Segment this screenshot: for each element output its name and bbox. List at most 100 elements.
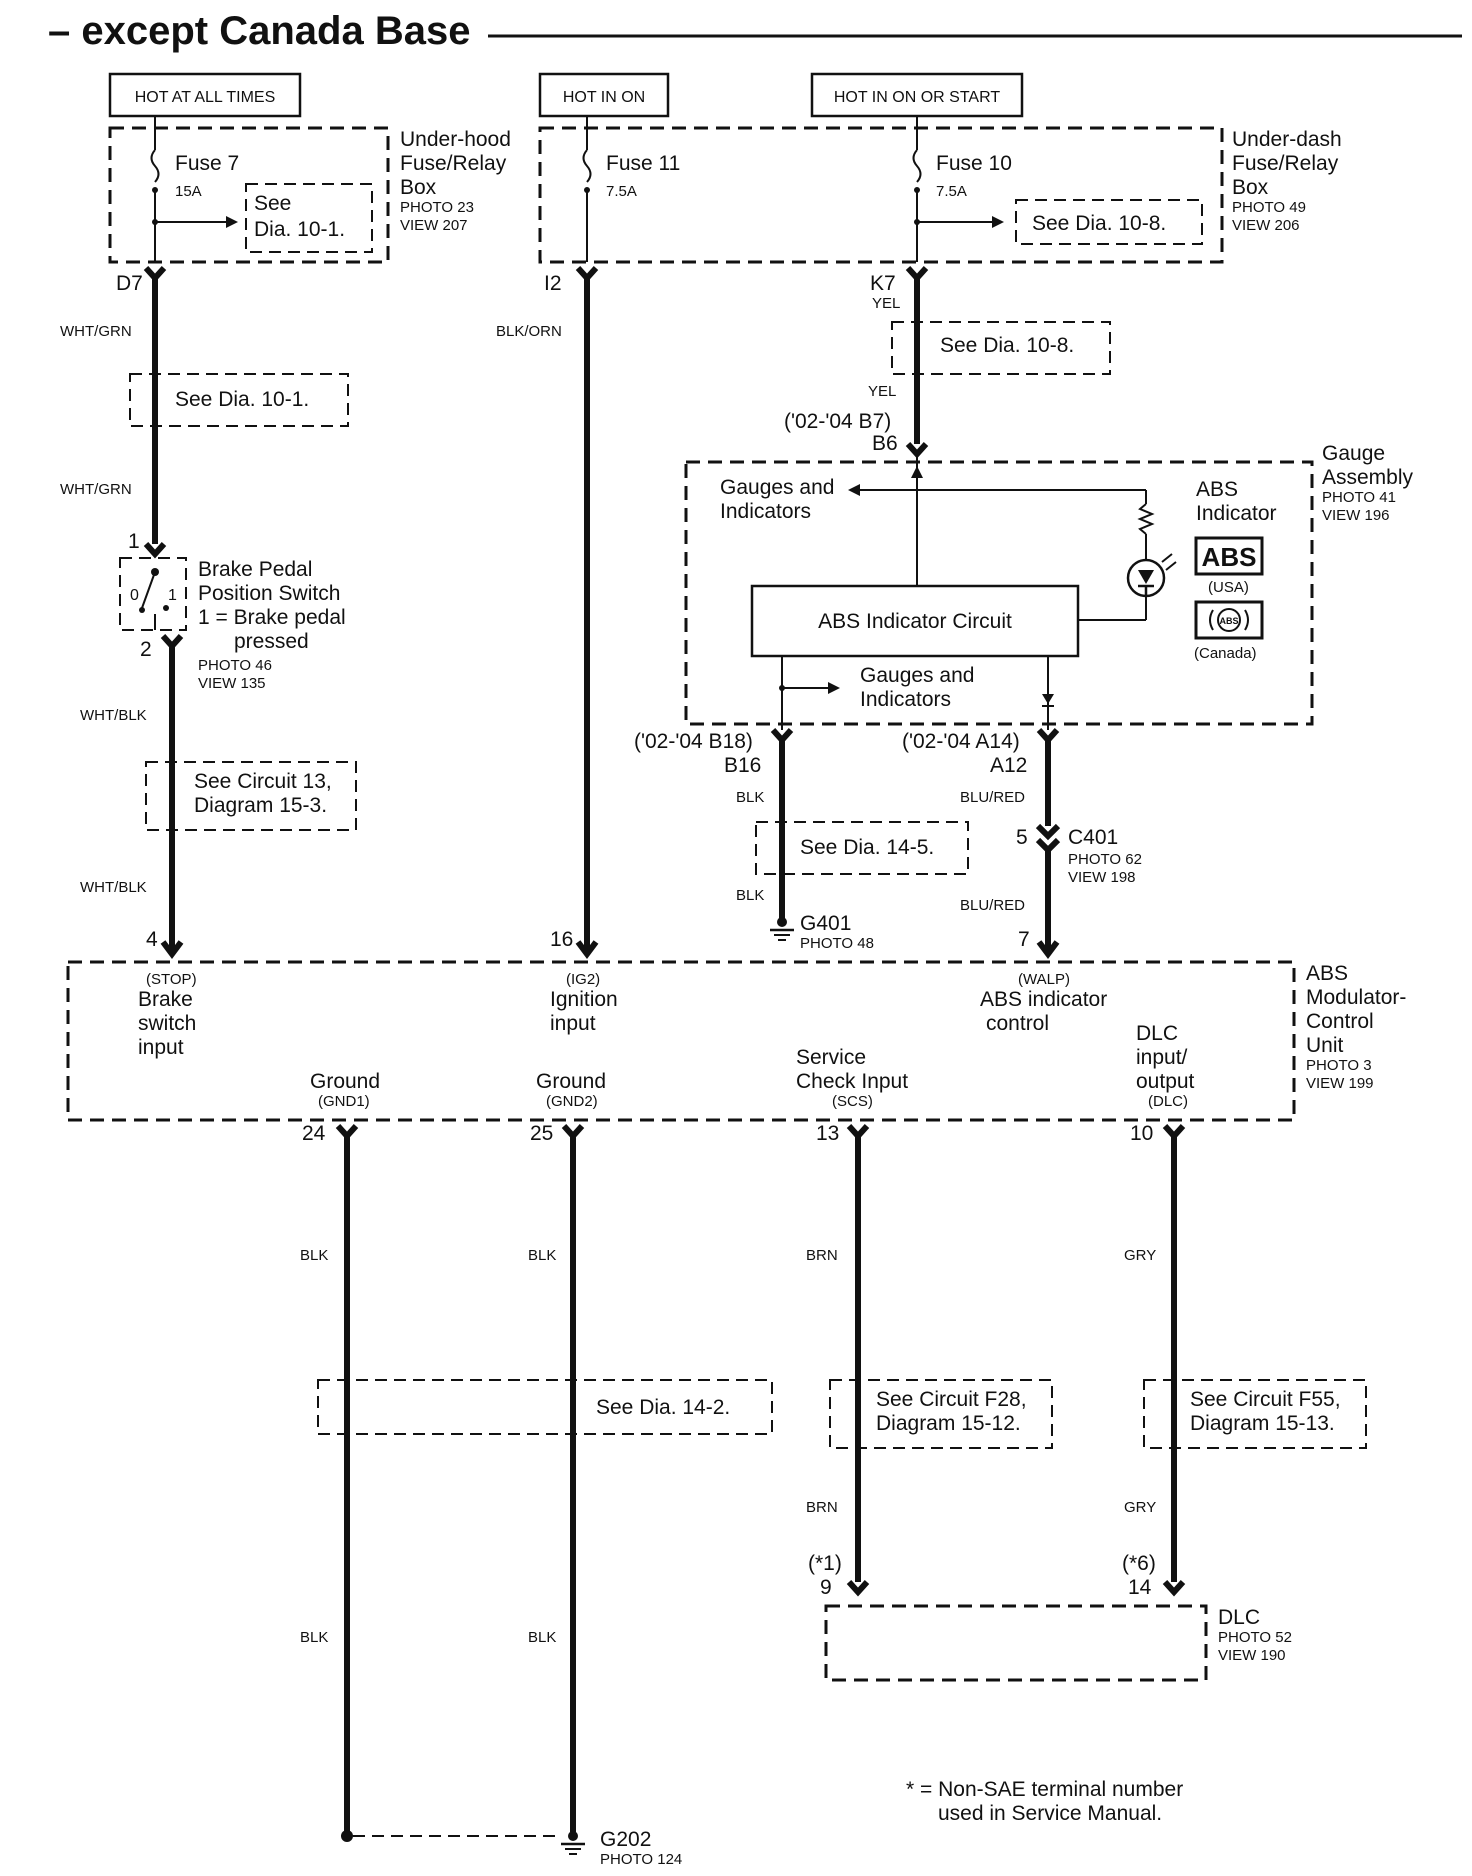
abs-unit-name-2: Modulator- — [1306, 986, 1406, 1009]
power-label-hot-in-on: HOT IN ON — [538, 72, 670, 118]
wire-label-gry-1: GRY — [1124, 1247, 1156, 1264]
abs-gnd1-code: (GND1) — [318, 1093, 370, 1110]
underdash-see: See Dia. 10-8. — [1032, 212, 1166, 235]
g202-photo: PHOTO 124 — [600, 1851, 682, 1868]
abs-indicator-label-2: Indicator — [1196, 502, 1277, 525]
dlc-note-14: (*6) — [1122, 1552, 1156, 1575]
abs-pin-4: 4 — [146, 928, 158, 951]
svg-text:ABS: ABS — [1202, 542, 1257, 572]
abs-indicator-control-2: control — [986, 1012, 1049, 1035]
abs-ground-2-label: Ground — [536, 1070, 606, 1093]
brake-switch-note-2: pressed — [234, 630, 309, 653]
terminal-d7: D7 — [116, 272, 143, 295]
dlc-view: VIEW 190 — [1218, 1647, 1286, 1664]
ref-dia-10-1: See Dia. 10-1. — [175, 388, 309, 411]
gauge-photo: PHOTO 41 — [1322, 489, 1396, 506]
diagram-title: – except Canada Base — [48, 9, 470, 53]
abs-unit-name-4: Unit — [1306, 1034, 1344, 1057]
gauge-view: VIEW 196 — [1322, 507, 1390, 524]
gauge-pin-b16: B16 — [724, 754, 761, 777]
wire-blk-orn: I2 BLK/ORN 16 — [496, 265, 599, 959]
ref-f55-1: See Circuit F55, — [1190, 1388, 1341, 1411]
gauge-name-1: Gauge — [1322, 442, 1385, 465]
fuse-11-rating: 7.5A — [606, 183, 637, 200]
abs-unit-photo: PHOTO 3 — [1306, 1057, 1372, 1074]
abs-modulator-control-unit: (STOP) Brake switch input (IG2) Ignition… — [66, 960, 1406, 1122]
wire-label-blk-gnd2-1: BLK — [528, 1247, 556, 1264]
svg-text:HOT IN ON: HOT IN ON — [563, 89, 645, 106]
g202-label: G202 — [600, 1828, 651, 1851]
ref-f28-2: Diagram 15-12. — [876, 1412, 1021, 1435]
abs-unit-name-1: ABS — [1306, 962, 1348, 985]
abs-dlc-code: (DLC) — [1148, 1093, 1188, 1110]
wire-label-blk-orn: BLK/ORN — [496, 323, 562, 340]
footnote-line-1: * = Non-SAE terminal number — [906, 1778, 1183, 1801]
gauge-name-2: Assembly — [1322, 466, 1414, 489]
wire-label-blk-b16-1: BLK — [736, 789, 764, 806]
abs-dlc-label-2: input/ — [1136, 1046, 1188, 1069]
brake-switch-name-1: Brake Pedal — [198, 558, 312, 581]
footnote-line-2: used in Service Manual. — [938, 1802, 1162, 1825]
wire-label-wht-grn-1: WHT/GRN — [60, 323, 132, 340]
abs-ignition-label-1: Ignition — [550, 988, 618, 1011]
wire-label-blu-red-2: BLU/RED — [960, 897, 1025, 914]
underdash-view: VIEW 206 — [1232, 217, 1300, 234]
abs-pin-13: 13 — [816, 1122, 839, 1145]
dlc-pin-9: 9 — [820, 1576, 832, 1599]
ref-circuit-13-2: Diagram 15-3. — [194, 794, 327, 817]
wire-label-brn-1: BRN — [806, 1247, 838, 1264]
wire-label-blk-gnd1-1: BLK — [300, 1247, 328, 1264]
brake-switch-pin-2: 2 — [140, 638, 152, 661]
underhood-photo: PHOTO 23 — [400, 199, 474, 216]
dlc-label: DLC — [1218, 1606, 1260, 1629]
gauge-pin-b18: ('02-'04 B18) — [634, 730, 753, 753]
ref-dia-14-5: See Dia. 14-5. — [800, 836, 934, 859]
c401-pin: 5 — [1016, 826, 1028, 849]
terminal-k7: K7 — [870, 272, 896, 295]
fuse-10-label: Fuse 10 — [936, 152, 1012, 175]
wire-label-wht-blk-2: WHT/BLK — [80, 879, 147, 896]
abs-usa-icon: ABS — [1194, 536, 1264, 576]
wire-label-blk-gnd2-2: BLK — [528, 1629, 556, 1646]
svg-text:HOT IN ON OR START: HOT IN ON OR START — [834, 89, 1000, 106]
terminal-i2: I2 — [544, 272, 562, 295]
c401-photo: PHOTO 62 — [1068, 851, 1142, 868]
abs-brake-label-1: Brake — [138, 988, 193, 1011]
underhood-see-2: Dia. 10-1. — [254, 218, 345, 241]
abs-scs-label-1: Service — [796, 1046, 866, 1069]
c401-view: VIEW 198 — [1068, 869, 1136, 886]
abs-ground-1-label: Ground — [310, 1070, 380, 1093]
ref-circuit-13-1: See Circuit 13, — [194, 770, 332, 793]
abs-pin-7: 7 — [1018, 928, 1030, 951]
fuse-11-label: Fuse 11 — [606, 152, 680, 175]
dlc-connector: DLC PHOTO 52 VIEW 190 — [824, 1604, 1292, 1682]
underhood-name-2: Fuse/Relay — [400, 152, 507, 175]
abs-walp-code: (WALP) — [1018, 971, 1070, 988]
wire-label-gry-2: GRY — [1124, 1499, 1156, 1516]
ref-dia-14-2: See Dia. 14-2. — [596, 1396, 730, 1419]
abs-pin-10: 10 — [1130, 1122, 1153, 1145]
abs-indicator-control-1: ABS indicator — [980, 988, 1107, 1011]
fuse-10-rating: 7.5A — [936, 183, 967, 200]
svg-text:1: 1 — [168, 587, 177, 604]
abs-ignition-label-2: input — [550, 1012, 596, 1035]
c401-label: C401 — [1068, 826, 1118, 849]
underdash-name-2: Fuse/Relay — [1232, 152, 1339, 175]
svg-text:HOT AT ALL TIMES: HOT AT ALL TIMES — [135, 89, 276, 106]
g401-photo: PHOTO 48 — [800, 935, 874, 952]
wire-yel: K7 YEL See Dia. 10-8. YEL ('02-'04 B7) B… — [784, 265, 1111, 459]
brake-switch-note-1: 1 = Brake pedal — [198, 606, 346, 629]
gauges-bottom-1: Gauges and — [860, 664, 974, 687]
abs-brake-label-3: input — [138, 1036, 184, 1059]
wire-label-wht-blk-1: WHT/BLK — [80, 707, 147, 724]
fuse-7-rating: 15A — [175, 183, 202, 200]
underdash-name-3: Box — [1232, 176, 1269, 199]
svg-text:0: 0 — [130, 587, 139, 604]
power-label-hot-in-on-or-start: HOT IN ON OR START — [810, 72, 1024, 118]
footnote: * = Non-SAE terminal number used in Serv… — [906, 1778, 1183, 1825]
brake-switch-photo: PHOTO 46 — [198, 657, 272, 674]
gauge-pin-a14: ('02-'04 A14) — [902, 730, 1020, 753]
svg-text:ABS: ABS — [1219, 616, 1238, 626]
wire-blu-red: ('02-'04 A14) A12 BLU/RED 5 C401 PHOTO 6… — [902, 727, 1142, 959]
